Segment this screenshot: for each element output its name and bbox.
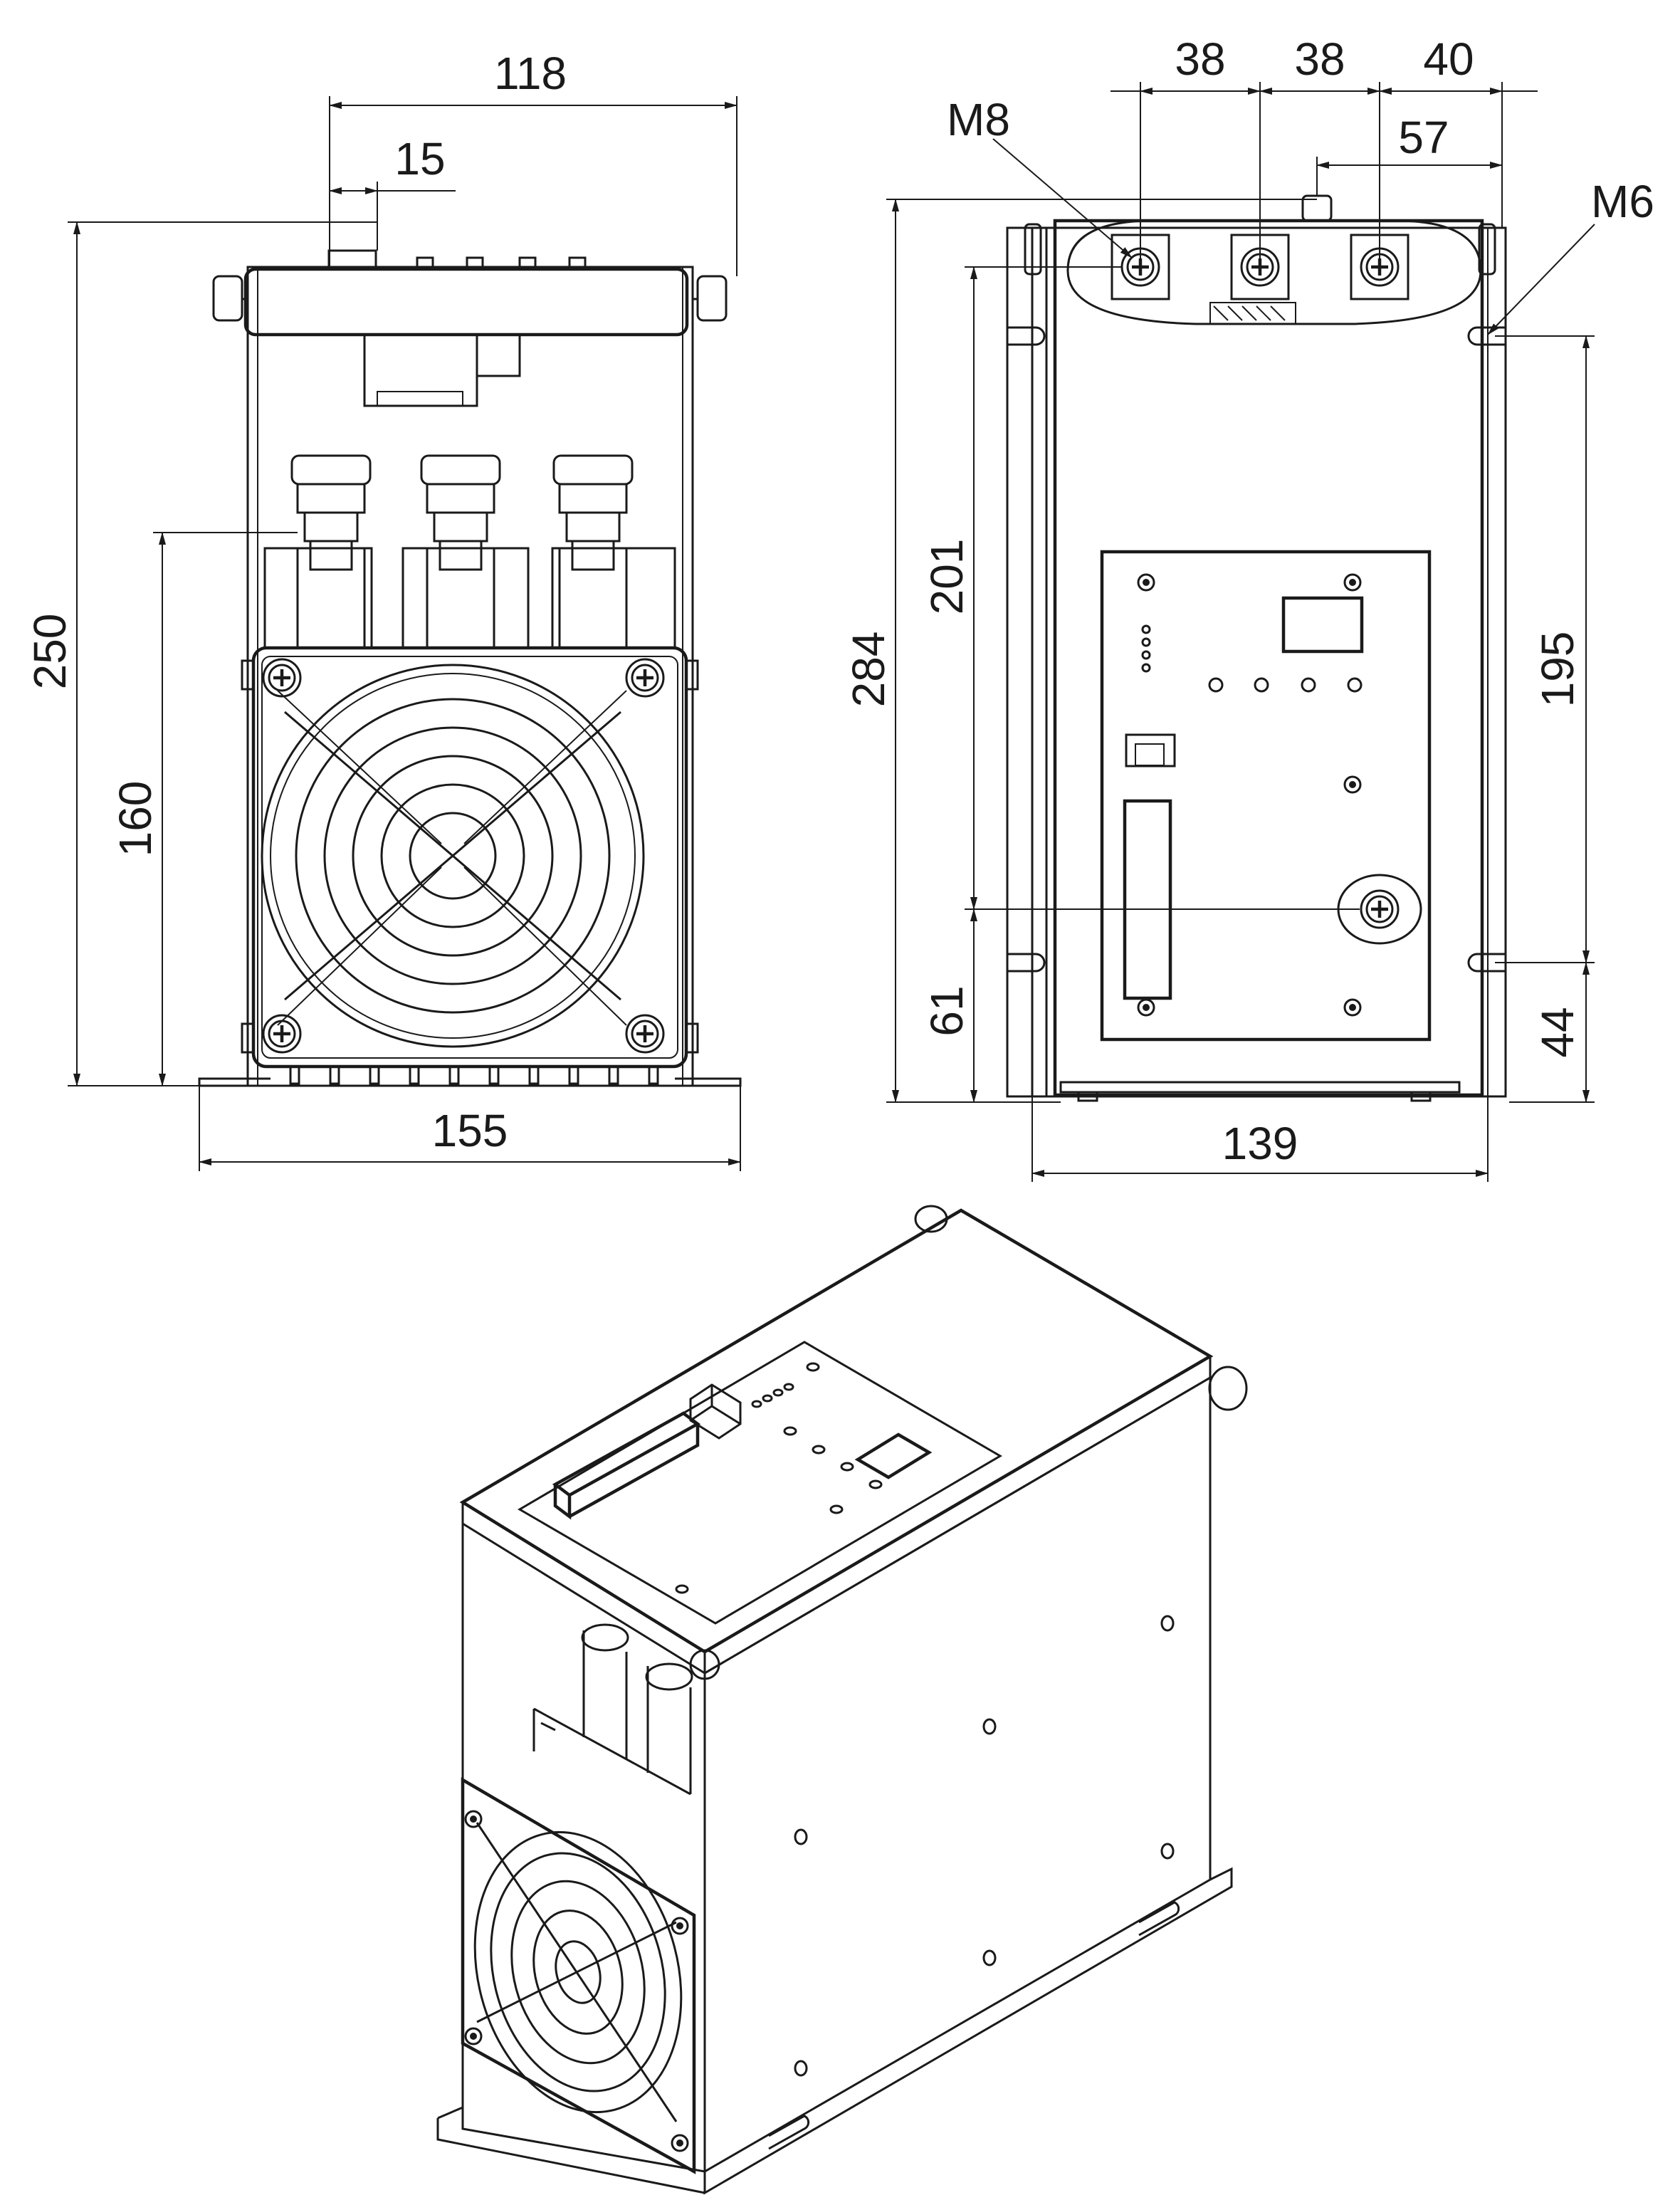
iso-top-face [459,1208,1214,1654]
top-control-panel [1100,550,1432,1042]
dim-57: 57 [1398,112,1449,163]
iso-fan [461,1777,696,2174]
label-m8: M8 [947,94,1010,145]
top-view: 38 38 40 57 M8 M6 284 201 61 195 44 [843,33,1654,1182]
front-fan [241,646,699,1069]
label-m6: M6 [1591,176,1654,227]
front-terminal-left [263,454,373,649]
top-terminal-area [1066,219,1482,325]
dim-40: 40 [1423,33,1474,85]
isometric-view [436,1205,1248,2195]
mount-slot-tr [1467,326,1506,346]
front-terminal-right [551,454,676,649]
dim-38-a: 38 [1175,33,1225,85]
dim-38-b: 38 [1294,33,1345,85]
mount-slot-br [1467,953,1506,973]
mount-slot-bl [1007,953,1046,973]
iso-control-panel [518,1341,1002,1625]
dim-61: 61 [921,985,972,1036]
dim-160: 160 [110,781,161,857]
dim-201: 201 [921,539,972,615]
top-housing [1053,219,1484,1097]
dim-118: 118 [494,48,567,99]
front-view: 118 15 250 160 155 [24,48,742,1171]
display-window [1281,596,1364,654]
iso-side-face [703,1376,1212,2174]
dim-139: 139 [1222,1118,1298,1169]
iso-front-face [461,1524,706,2173]
dim-195: 195 [1532,632,1583,708]
dim-284: 284 [843,632,894,708]
dim-155: 155 [432,1105,508,1156]
dim-15: 15 [394,133,445,184]
front-terminal-mid [401,454,530,649]
dim-250: 250 [24,614,75,690]
dim-44: 44 [1532,1007,1583,1057]
connector-strip [1123,799,1172,1000]
mount-slot-tl [1007,326,1046,346]
front-top-cover [243,267,689,337]
